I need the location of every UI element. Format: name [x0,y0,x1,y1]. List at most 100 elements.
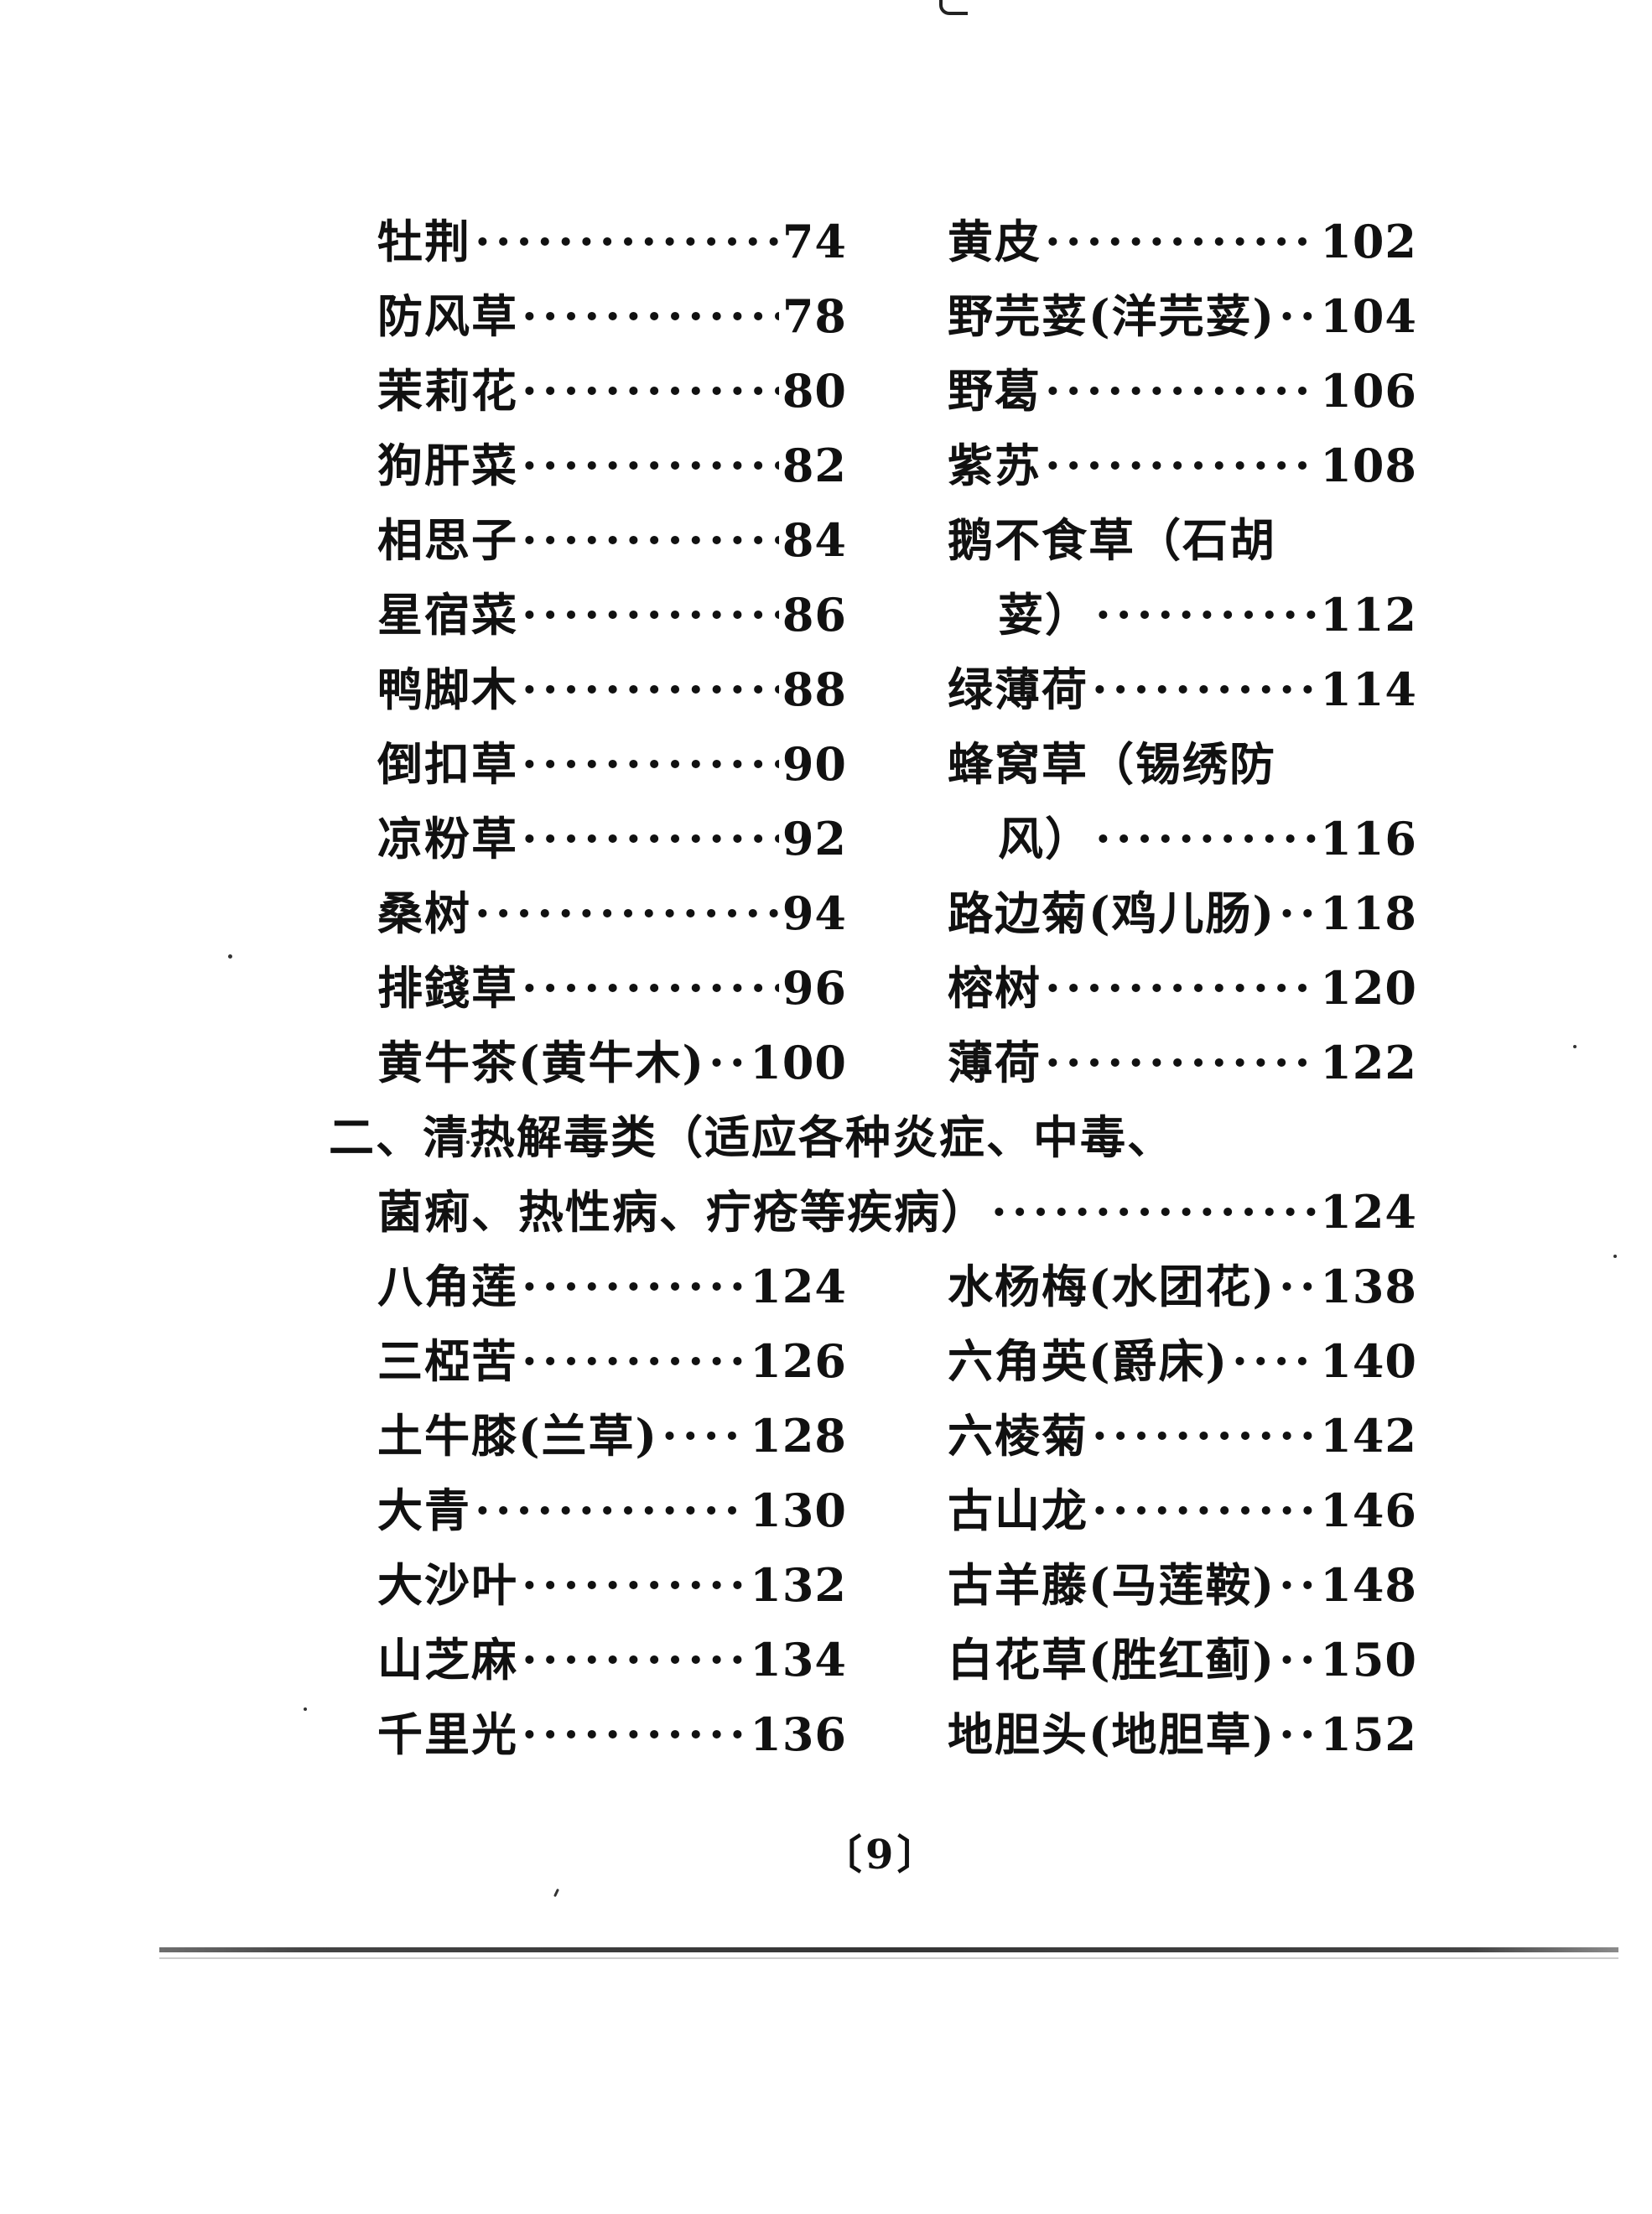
entry-name: 紫苏 [948,439,1042,492]
leader-dots [1092,1402,1317,1469]
entry-page: 140 [1320,1334,1417,1388]
leader-dots [475,208,779,275]
entry-page: 146 [1320,1484,1417,1537]
entry-page: 152 [1320,1707,1417,1761]
entry-name: 倒扣草 [377,737,518,791]
toc-entry: 凉粉草 92 [377,805,847,872]
scan-speck [1613,1255,1617,1258]
leader-dots [1045,1029,1317,1096]
toc-entry: 大青 130 [377,1477,847,1544]
entry-name: 星宿菜 [377,588,518,642]
entry-page: 74 [782,215,847,268]
entry-name: 水杨梅(水团花) [948,1260,1276,1313]
leader-dots [522,1551,746,1619]
leader-dots [522,432,779,499]
leader-dots [522,805,779,872]
entry-page: 128 [750,1409,847,1463]
bottom-rule [159,1947,1618,1952]
entry-name: 桑树 [377,886,471,940]
section-heading: 二、清热解毒类（适应各种炎症、中毒、 [329,1104,1419,1171]
entry-name-continued: 荽） [998,588,1092,642]
entry-name: 薄荷 [948,1036,1042,1089]
entry-page: 130 [750,1484,847,1537]
entry-page: 148 [1320,1558,1417,1612]
toc-entry: 路边菊(鸡儿肠) 118 [948,880,1417,947]
scan-speck [304,1707,307,1711]
toc-entry: 千里光 136 [377,1701,847,1768]
leader-dots [1279,283,1317,350]
toc-entry: 星宿菜 86 [377,581,847,648]
entry-name: 野芫荽(洋芫荽) [948,289,1276,343]
entry-name: 黄皮 [948,215,1042,268]
toc-entry-first-line: 蜂窝草（锡绣防 [948,730,1417,798]
section-page: 124 [1320,1185,1417,1239]
entry-page: 118 [1320,886,1417,940]
scan-speck [228,954,232,959]
leader-dots [475,880,779,947]
entry-name: 土牛膝(兰草) [377,1409,659,1463]
section-heading-text: 二、清热解毒类（适应各种炎症、中毒、 [329,1110,1174,1164]
entry-name: 大青 [377,1484,471,1537]
top-edge-mark [939,0,968,15]
toc-entry: 水杨梅(水团花) 138 [948,1253,1417,1320]
toc-entry: 古山龙 146 [948,1477,1417,1544]
leader-dots [1045,432,1317,499]
toc-entry: 大沙叶 132 [377,1551,847,1619]
leader-dots [522,730,779,798]
toc-entry: 薄荷 122 [948,1029,1417,1096]
entry-name: 防风草 [377,289,518,343]
toc-entry: 牡荆 74 [377,208,847,275]
page-number: 〔9〕 [822,1832,941,1879]
leader-dots [1279,880,1317,947]
toc-entry: 绿薄荷 114 [948,656,1417,723]
leader-dots [522,507,779,574]
entry-page: 134 [750,1633,847,1686]
toc-entry: 榕树 120 [948,954,1417,1021]
leader-dots [522,581,779,648]
entry-name: 路边菊(鸡儿肠) [948,886,1276,940]
entry-page: 106 [1320,364,1417,418]
entry-name: 榕树 [948,961,1042,1015]
toc-entry: 三椏苦 126 [377,1328,847,1395]
entry-page: 120 [1320,961,1417,1015]
toc-entry: 六角英(爵床) 140 [948,1328,1417,1395]
scan-speck [466,1141,470,1144]
leader-dots [1279,1701,1317,1768]
toc-entry: 地胆头(地胆草) 152 [948,1701,1417,1768]
entry-page: 96 [782,961,847,1015]
entry-page: 82 [782,439,847,492]
leader-dots [475,1477,746,1544]
entry-page: 88 [782,663,847,716]
leader-dots [522,656,779,723]
entry-name: 六角英(爵床) [948,1334,1229,1388]
toc-entry: 桑树 94 [377,880,847,947]
toc-entry: 野葛 106 [948,357,1417,424]
leader-dots [522,1253,746,1320]
entry-page: 136 [750,1707,847,1761]
leader-dots [709,1029,746,1096]
leader-dots [522,1626,746,1693]
entry-name: 地胆头(地胆草) [948,1707,1276,1761]
toc-entry: 山芝麻 134 [377,1626,847,1693]
entry-name: 牡荆 [377,215,471,268]
leader-dots [1095,581,1317,648]
toc-entry: 相思子 84 [377,507,847,574]
toc-entry: 黄牛茶(黄牛木) 100 [377,1029,847,1096]
leader-dots [522,1701,746,1768]
entry-page: 122 [1320,1036,1417,1089]
entry-page: 138 [1320,1260,1417,1313]
entry-page: 84 [782,513,847,567]
entry-name: 黄牛茶(黄牛木) [377,1036,706,1089]
leader-dots [1232,1328,1317,1395]
entry-page: 108 [1320,439,1417,492]
toc-entry: 古羊藤(马莲鞍) 148 [948,1551,1417,1619]
entry-name: 相思子 [377,513,518,567]
toc-entry: 紫苏 108 [948,432,1417,499]
toc-entry: 野芫荽(洋芫荽) 104 [948,283,1417,350]
toc-entry: 八角莲 124 [377,1253,847,1320]
entry-name: 凉粉草 [377,812,518,865]
entry-name: 三椏苦 [377,1334,518,1388]
entry-page: 112 [1320,588,1417,642]
entry-page: 78 [782,289,847,343]
section-heading-continuation: 菌痢、热性病、疔疮等疾病） 124 [377,1178,1417,1245]
